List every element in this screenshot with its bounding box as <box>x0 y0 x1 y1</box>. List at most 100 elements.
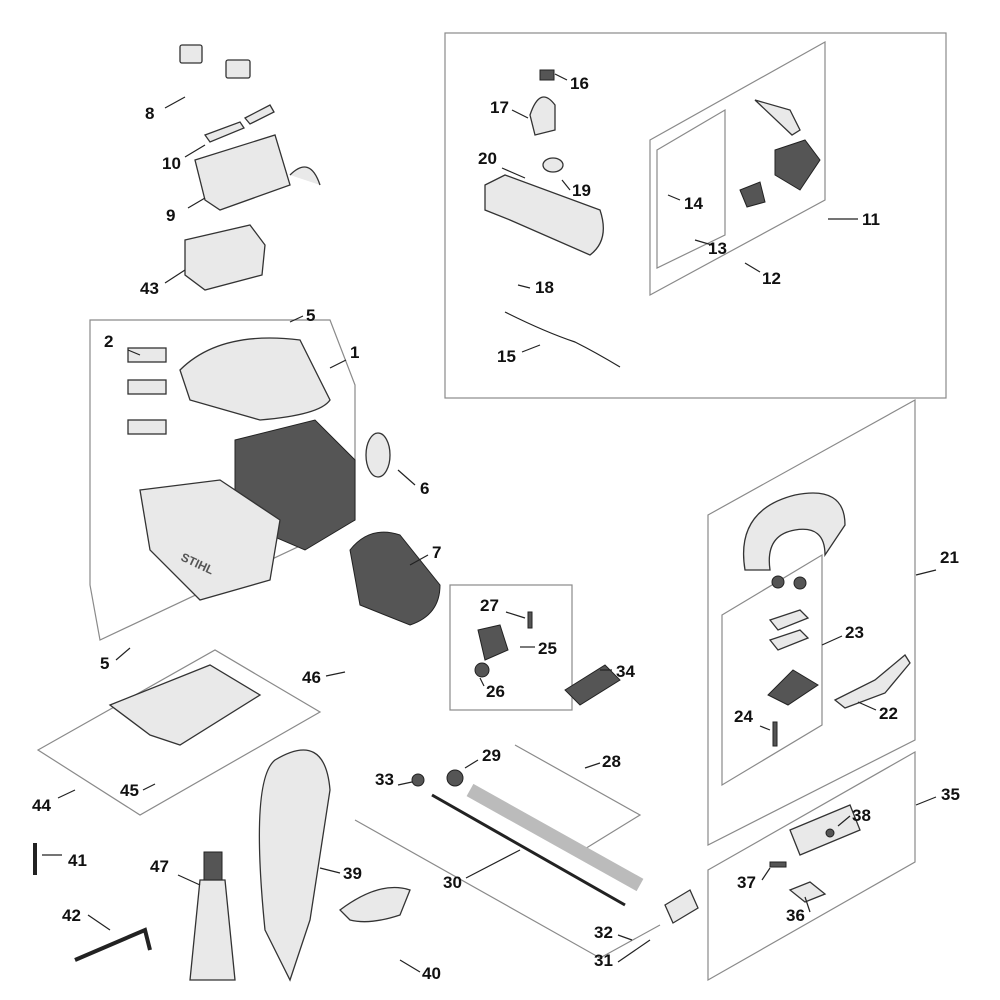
part-25-clamp <box>477 624 509 661</box>
callout-28: 28 <box>602 752 621 771</box>
leader-line <box>561 179 571 191</box>
leader-line <box>837 815 851 827</box>
leader-line <box>554 73 568 81</box>
leader-line <box>325 671 346 677</box>
callout-8: 8 <box>145 104 154 123</box>
leader-line <box>744 262 761 273</box>
leader-line <box>759 725 771 731</box>
leader-line <box>184 144 206 158</box>
callout-26: 26 <box>486 682 505 701</box>
part-8-contact <box>225 59 251 79</box>
leader-line <box>667 194 681 201</box>
callout-20: 20 <box>478 149 497 168</box>
callout-5: 5 <box>306 306 315 325</box>
leader-line <box>479 677 485 687</box>
part-9-cable <box>289 166 321 186</box>
box-28 <box>514 744 642 856</box>
part-47-grease-tube <box>189 879 236 981</box>
box-guard-44 <box>36 649 322 816</box>
callouts: 8109435216754644451617201914131211181527… <box>32 73 960 983</box>
part-27-screw <box>527 611 533 629</box>
callout-27: 27 <box>480 596 499 615</box>
part-9-tray <box>194 134 291 211</box>
leader-line <box>127 349 141 356</box>
leader-line <box>511 109 529 119</box>
part-17-switch <box>529 96 556 136</box>
callout-29: 29 <box>482 746 501 765</box>
callout-36: 36 <box>786 906 805 925</box>
part-34-coupling <box>564 664 621 706</box>
part-30-drive-shaft <box>431 793 626 907</box>
leader-line <box>87 914 111 931</box>
callout-11: 11 <box>862 210 880 229</box>
part-47-cap <box>203 851 223 881</box>
callout-22: 22 <box>879 704 898 723</box>
callout-2: 2 <box>104 332 113 351</box>
callout-18: 18 <box>535 278 554 297</box>
box-switch-handle-11 <box>444 32 947 399</box>
part-12-trigger <box>774 139 821 191</box>
callout-23: 23 <box>845 623 864 642</box>
part-37-screw <box>769 861 787 868</box>
part-12-lock <box>739 181 766 208</box>
callout-38: 38 <box>852 806 871 825</box>
part-39-strap <box>258 749 331 982</box>
box-31 <box>354 819 661 959</box>
callout-24: 24 <box>734 707 753 726</box>
part-44-guard <box>108 664 262 746</box>
part-2-label <box>127 347 167 363</box>
leader-line <box>915 569 937 576</box>
callout-15: 15 <box>497 347 516 366</box>
callout-31: 31 <box>594 951 613 970</box>
callout-17: 17 <box>490 98 509 117</box>
leader-line <box>409 554 429 566</box>
part-2-label <box>127 419 167 435</box>
leader-line <box>517 284 531 289</box>
leader-line <box>319 867 341 874</box>
part-22-barrier <box>833 654 911 709</box>
part-42-allen-key <box>74 927 152 962</box>
part-10-clip <box>203 121 245 143</box>
callout-25: 25 <box>538 639 557 658</box>
callout-16: 16 <box>570 74 589 93</box>
parts: STIHL <box>33 44 911 982</box>
leader-line <box>584 762 601 769</box>
callout-43: 43 <box>140 279 159 298</box>
callout-10: 10 <box>162 154 181 173</box>
part-35-bracket <box>789 804 861 856</box>
callout-34: 34 <box>616 662 635 681</box>
leader-line <box>397 469 416 486</box>
part-10-clip <box>243 104 275 125</box>
callout-40: 40 <box>422 964 441 983</box>
leader-line <box>915 796 937 806</box>
leader-line <box>164 269 186 284</box>
box-12 <box>649 40 826 297</box>
callout-5: 5 <box>100 654 109 673</box>
leader-line <box>505 611 526 619</box>
box-25 <box>449 584 573 711</box>
leader-line <box>521 344 541 353</box>
box-loop-handle-21 <box>707 398 916 846</box>
part-19-clamp <box>542 157 564 173</box>
part-23-clamp <box>768 609 810 631</box>
part-21-nut <box>793 576 807 590</box>
callout-1: 1 <box>350 343 359 362</box>
callout-39: 39 <box>343 864 362 883</box>
leader-line <box>399 959 421 973</box>
part-15-cable <box>504 311 621 368</box>
part-16-plug <box>539 69 555 81</box>
callout-47: 47 <box>150 857 169 876</box>
part-38-nut <box>825 828 835 838</box>
part-43-cover <box>184 224 266 291</box>
callout-6: 6 <box>420 479 429 498</box>
part-21-nut <box>771 575 785 589</box>
part-28-tube <box>466 783 644 892</box>
leader-line <box>821 635 843 646</box>
box-13 <box>656 108 726 269</box>
callout-9: 9 <box>166 206 175 225</box>
part-6-gasket <box>365 432 391 478</box>
leader-line <box>57 789 76 799</box>
callout-41: 41 <box>68 851 87 870</box>
callout-21: 21 <box>940 548 959 567</box>
